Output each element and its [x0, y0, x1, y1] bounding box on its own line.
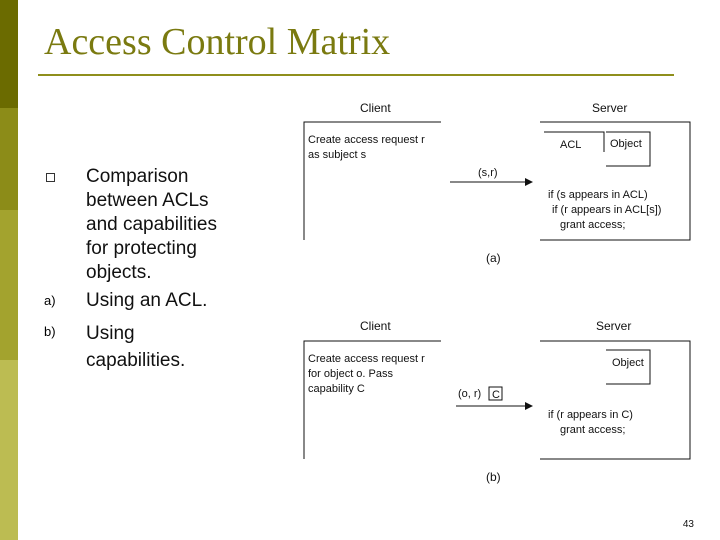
server-text-a: if (r appears in ACL[s]) — [552, 204, 661, 216]
client-label-b: Client — [360, 319, 391, 333]
strip-segment — [0, 360, 18, 540]
strip-segment — [0, 108, 18, 210]
bullet-item: a) Using an ACL. — [44, 289, 274, 313]
strip-segment — [0, 0, 18, 108]
server-text-a: if (s appears in ACL) — [548, 189, 648, 201]
message-a: (s,r) — [478, 167, 498, 179]
message-b: (o, r) — [458, 388, 481, 400]
page-number: 43 — [682, 519, 694, 530]
title-underline — [38, 74, 674, 76]
server-label-a: Server — [592, 101, 627, 115]
bullet-text: Using an ACL. — [86, 290, 208, 311]
server-text-a: grant access; — [560, 219, 625, 231]
server-box-b — [540, 340, 691, 460]
server-text-b: grant access; — [560, 424, 625, 436]
acl-capability-diagram: Client Server Create access request r as… — [303, 101, 691, 484]
acl-box — [544, 131, 605, 152]
bullet-item: Comparison between ACLs and capabilities… — [44, 165, 274, 285]
client-box-b — [303, 340, 441, 459]
object-box-b — [606, 349, 651, 385]
object-box-a — [606, 131, 651, 167]
client-box-a — [303, 121, 441, 240]
acl-label: ACL — [560, 139, 581, 151]
bullet-text: Using capabilities. — [86, 323, 186, 371]
object-label-b: Object — [612, 357, 644, 369]
server-text-b: if (r appears in C) — [548, 409, 633, 421]
bullet-marker: b) — [44, 324, 56, 339]
client-text-b: capability C — [308, 383, 365, 395]
caption-b: (b) — [486, 470, 501, 484]
client-label-a: Client — [360, 101, 391, 115]
bullet-marker: a) — [44, 293, 56, 308]
client-text-b: for object o. Pass — [308, 368, 393, 380]
client-text-b: Create access request r — [308, 353, 425, 365]
capability-label: C — [492, 389, 500, 401]
strip-segment — [0, 210, 18, 360]
capability-box — [488, 386, 503, 401]
bullet-text: Comparison between ACLs and capabilities… — [86, 166, 217, 283]
object-label-a: Object — [610, 138, 642, 150]
server-label-b: Server — [596, 319, 631, 333]
side-color-strip — [0, 0, 18, 540]
server-box-a — [540, 121, 691, 241]
bullet-list: Comparison between ACLs and capabilities… — [44, 165, 274, 374]
caption-a: (a) — [486, 251, 501, 265]
client-text-a: as subject s — [308, 149, 367, 161]
square-bullet-icon — [44, 165, 86, 189]
slide-title: Access Control Matrix — [44, 21, 391, 63]
bullet-item: b) Using capabilities. — [44, 320, 274, 374]
client-text-a: Create access request r — [308, 134, 425, 146]
